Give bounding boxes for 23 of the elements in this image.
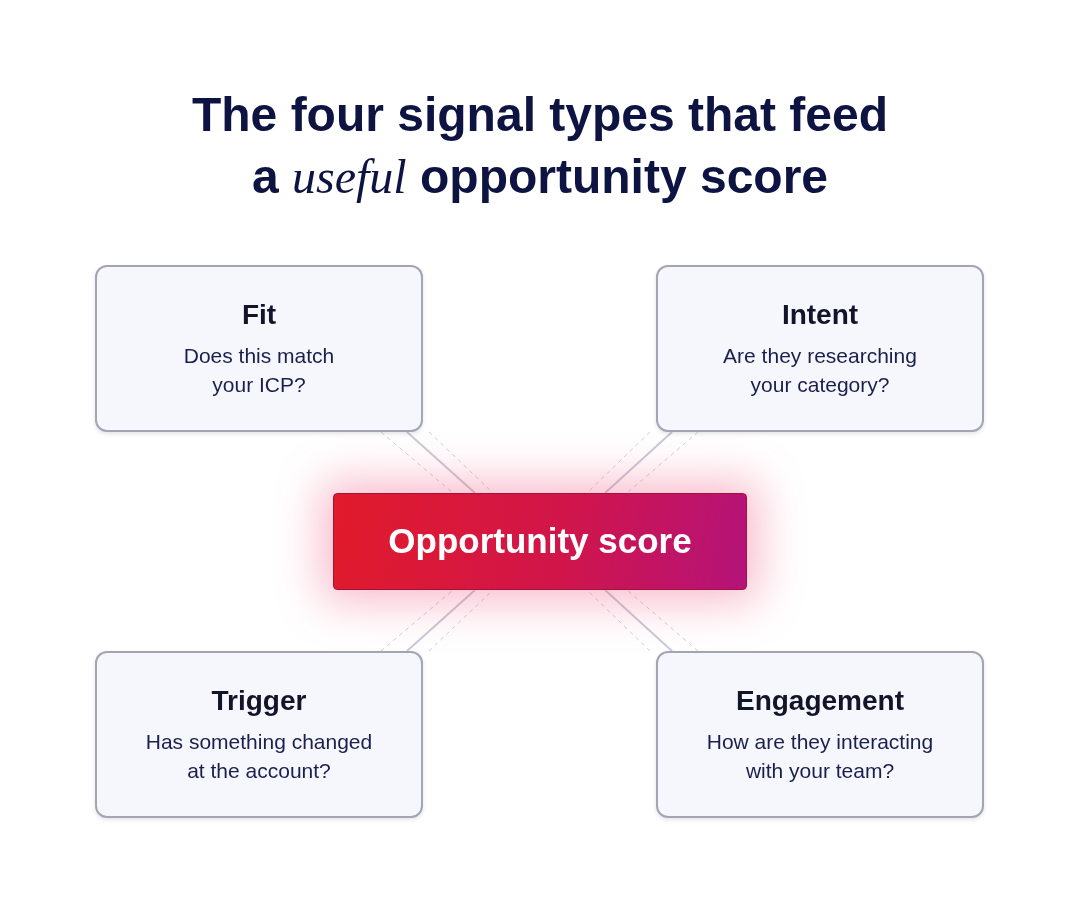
signal-card <box>656 651 984 818</box>
signal-card <box>95 265 423 432</box>
connector-line <box>604 589 673 652</box>
dashed-connector <box>380 589 454 652</box>
score-box <box>333 493 747 590</box>
title: The four signal types that feed a useful opportunity score <box>190 87 890 205</box>
dashed-connector <box>626 589 699 652</box>
signal-card <box>95 651 423 818</box>
card-description: Has something changed at the account? <box>144 729 374 784</box>
dashed-connector <box>626 431 699 494</box>
connector-line <box>406 431 476 494</box>
connector-line <box>604 431 673 494</box>
dashed-connector <box>380 431 454 494</box>
signal-card <box>656 265 984 432</box>
card-heading: Engagement <box>736 684 904 718</box>
card-description: Are they researching your category? <box>722 343 918 398</box>
card-heading: Intent <box>781 298 859 332</box>
card-heading: Fit <box>241 298 277 332</box>
card-description: Does this match your ICP? <box>182 343 336 398</box>
card-description: How are they interacting with your team? <box>705 729 935 784</box>
connector-line <box>406 589 476 652</box>
card-heading: Trigger <box>211 684 307 718</box>
score-label: Opportunity score <box>388 520 692 563</box>
